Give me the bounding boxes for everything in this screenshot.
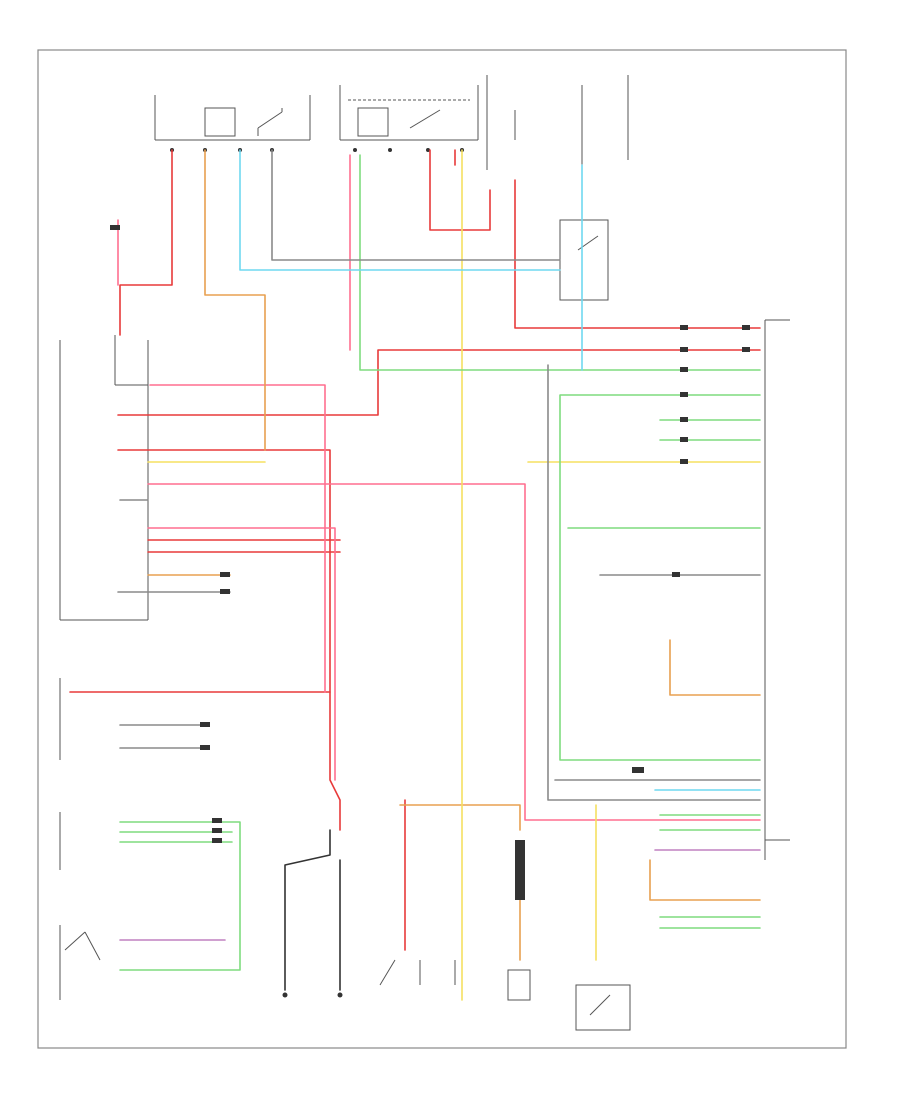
- bottom-ground-connectors: [282, 992, 343, 998]
- diagram-border: [37, 49, 847, 1049]
- generator: [507, 840, 531, 1001]
- top-left-relay-box: [154, 95, 311, 152]
- red-wires: [69, 149, 761, 951]
- mid-relay: [559, 219, 609, 301]
- ignition-switch: [379, 959, 456, 986]
- left-pin-markers: [110, 225, 230, 843]
- top-center-relay-box: [339, 85, 479, 152]
- black-wires: [284, 829, 341, 991]
- orange-wires: [147, 149, 761, 961]
- green-wires: [119, 154, 761, 971]
- cyan-wires: [239, 149, 761, 791]
- left-control-module: [59, 335, 149, 621]
- right-pin-markers: [632, 325, 750, 773]
- yellow-wires: [147, 149, 761, 1001]
- transmission-range-switch: [575, 984, 631, 1031]
- violet-wires: [119, 849, 761, 941]
- gray-wires: [117, 149, 761, 801]
- right-connector-block: [764, 319, 790, 860]
- pink-wires: [117, 154, 761, 821]
- left-lower-module: [59, 678, 101, 1000]
- top-fuse-column: [486, 75, 629, 170]
